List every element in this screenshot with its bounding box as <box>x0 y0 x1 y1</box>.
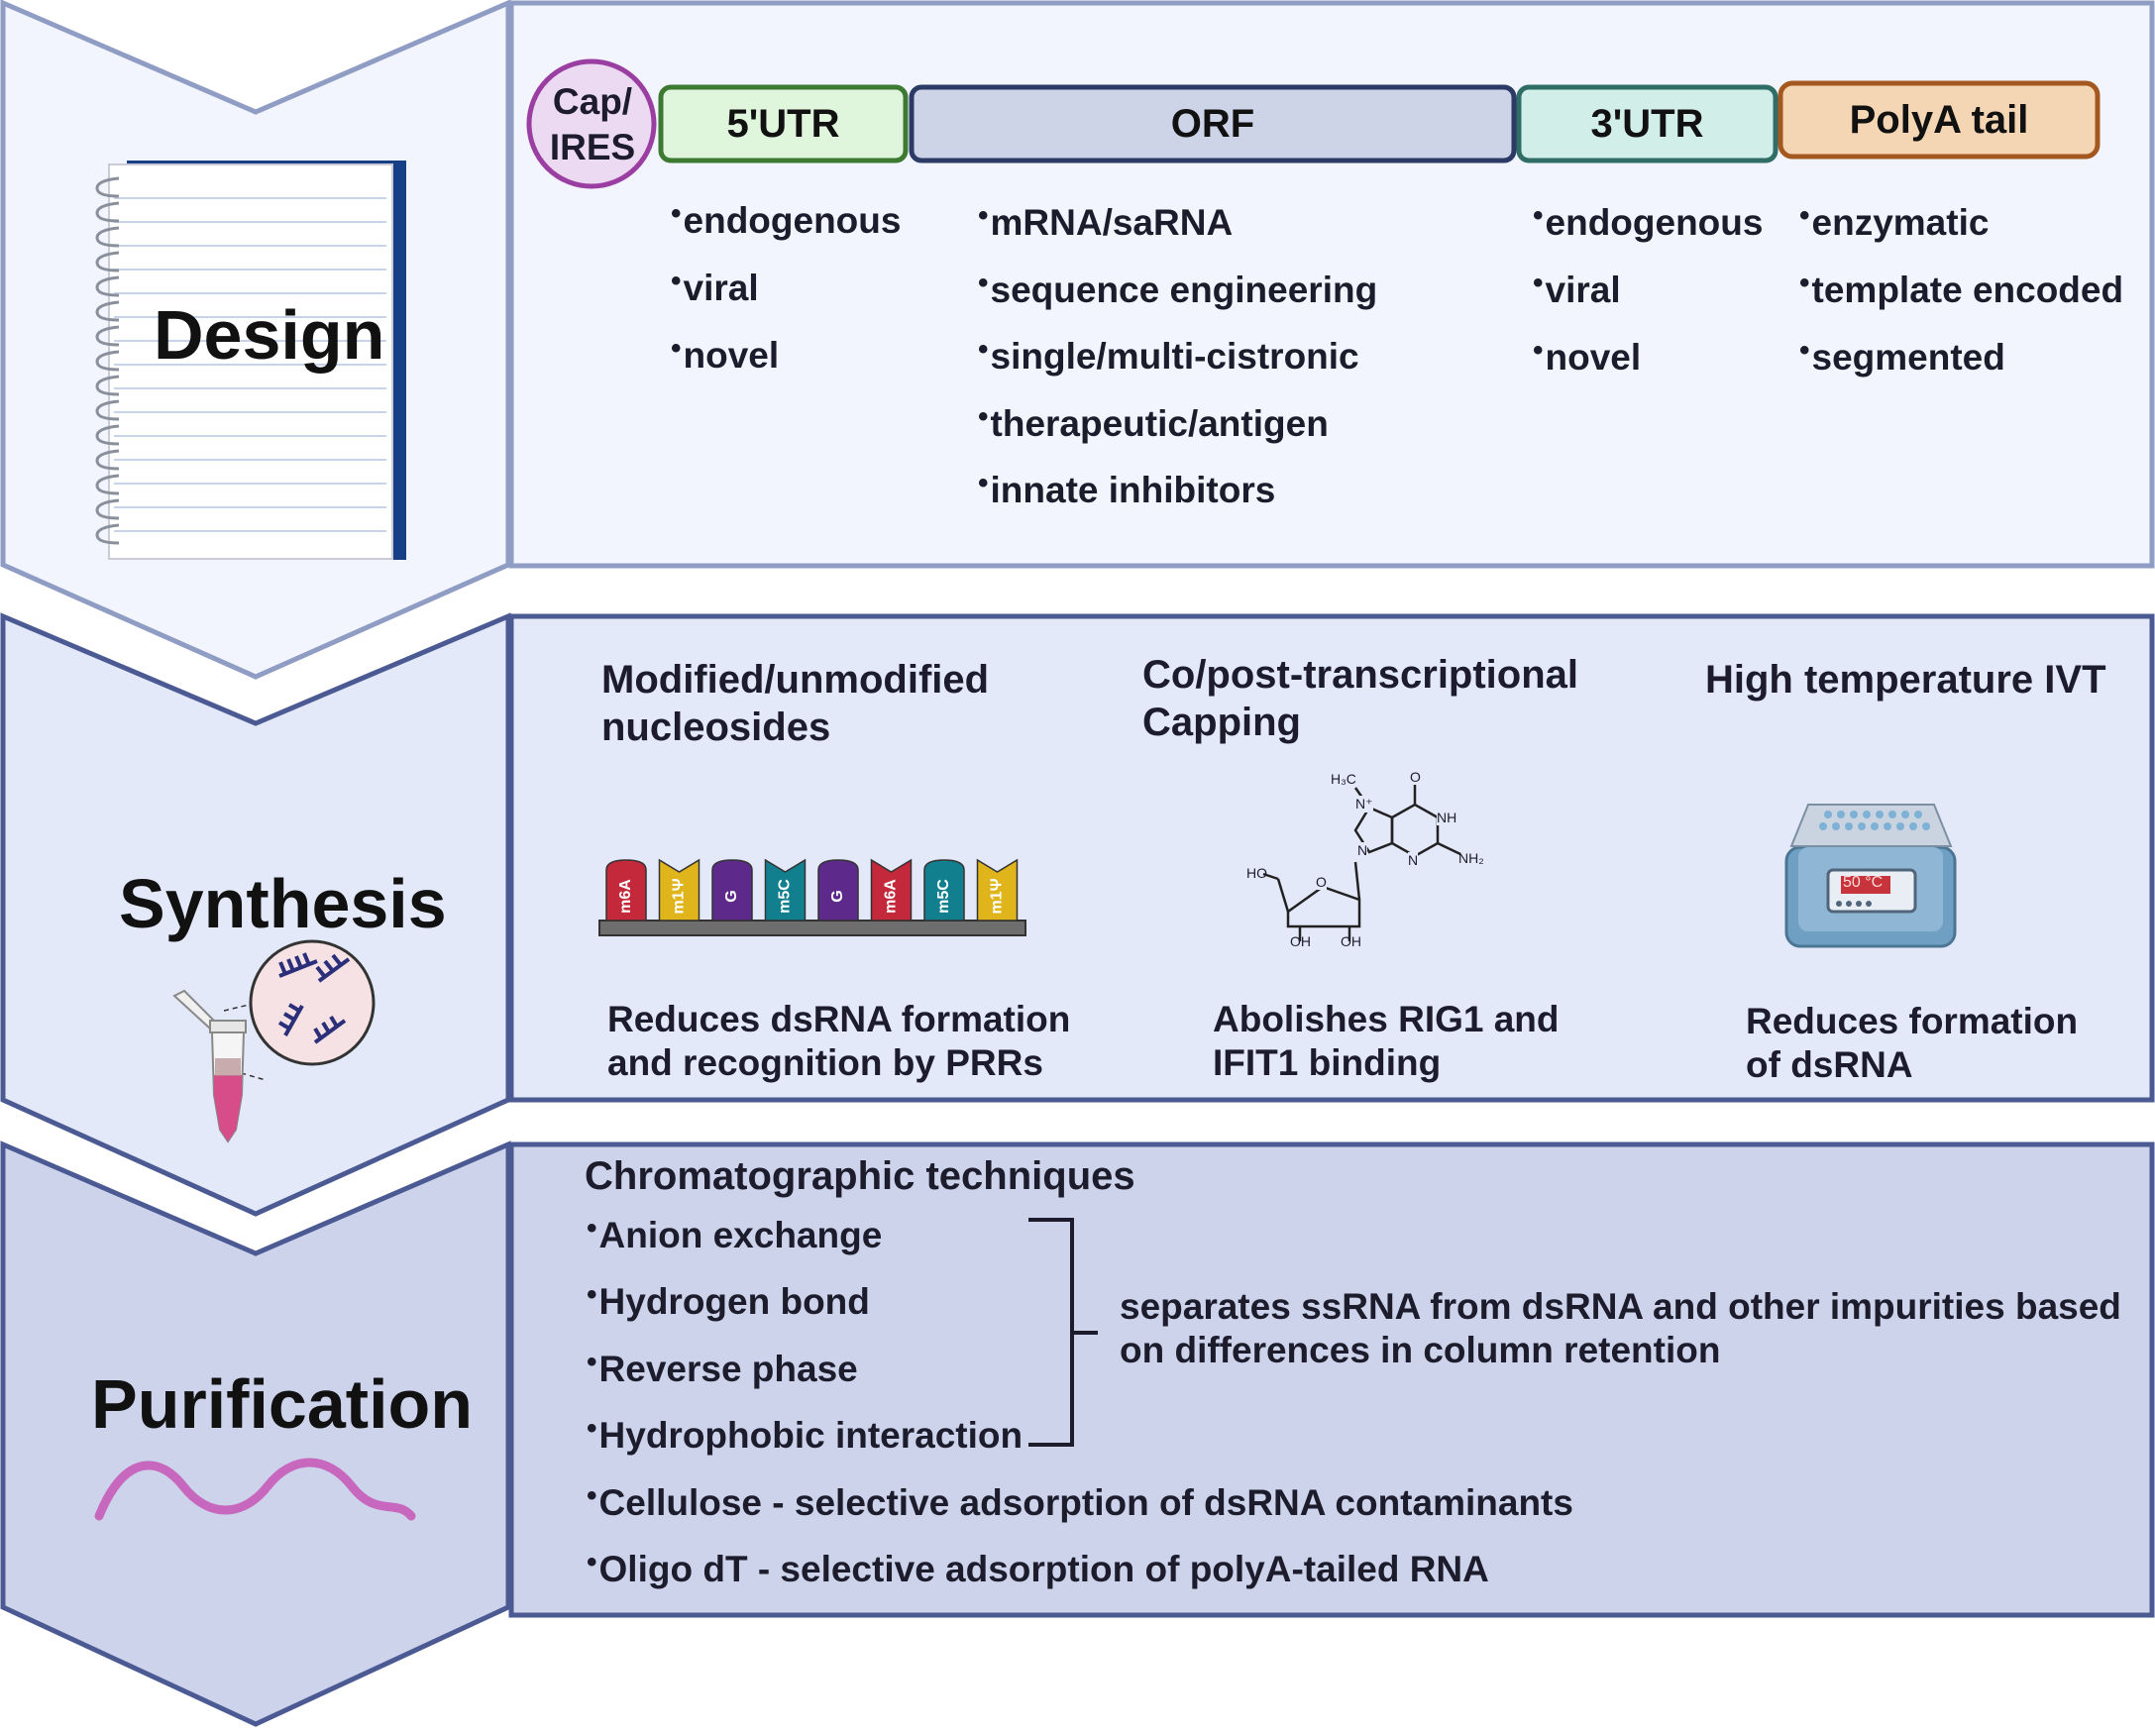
nucleoside-label: m5C <box>935 879 952 914</box>
rna-wave-icon <box>94 1458 416 1521</box>
effect-line: of dsRNA <box>1746 1044 1913 1085</box>
nucleoside-label: m6A <box>883 879 900 914</box>
stage-label-synthesis: Synthesis <box>119 865 447 942</box>
orf-item: mRNA/saRNA <box>978 202 1234 244</box>
nucleoside-block: m6A <box>605 859 647 922</box>
atom-nh2: NH₂ <box>1458 850 1484 866</box>
tube-icon <box>172 989 267 1143</box>
effect-line: Reduces formation <box>1746 1001 2079 1041</box>
heading-line: nucleosides <box>601 705 831 749</box>
effect-line: Abolishes RIG1 and <box>1213 999 1560 1039</box>
nucleoside-block: m6A <box>870 858 913 922</box>
atom-methyl: H₃C <box>1331 771 1356 787</box>
utr5-segment <box>658 84 909 163</box>
bracket-note: separates ssRNA from dsRNA and other imp… <box>1120 1285 2121 1372</box>
chromatography-item: Anion exchange <box>587 1215 883 1256</box>
utr5-item: viral <box>671 268 759 309</box>
cap-label: Cap/ IRES <box>547 79 638 170</box>
cap-segment <box>526 58 657 189</box>
magnified-rna-icon <box>249 939 376 1066</box>
heading-line: Modified/unmodified <box>601 658 990 702</box>
orf-item: single/multi-cistronic <box>978 336 1359 378</box>
polya-label: PolyA tail <box>1849 98 2029 142</box>
orf-item: therapeutic/antigen <box>978 403 1329 445</box>
utr5-item: novel <box>671 335 780 377</box>
atom-n-plus: N⁺ <box>1355 796 1373 813</box>
effect-line: and recognition by PRRs <box>607 1042 1043 1083</box>
incubator-display: 50 °C <box>1843 874 1884 891</box>
nucleoside-label: m5C <box>777 879 794 914</box>
bracket-note-line: separates ssRNA from dsRNA and other imp… <box>1120 1286 2121 1327</box>
bracket-note-line: on differences in column retention <box>1120 1330 1721 1370</box>
nucleoside-label: m6A <box>617 879 634 914</box>
nucleoside-label: m1Ψ <box>671 878 688 914</box>
utr3-item: viral <box>1533 270 1621 311</box>
atom-oh-1: OH <box>1290 933 1311 949</box>
chromatography-item: Reverse phase <box>587 1349 858 1390</box>
polya-segment <box>1778 80 2101 160</box>
synthesis-heading-capping: Co/post-transcriptional Capping <box>1142 651 1578 746</box>
nucleoside-block: G <box>817 859 859 922</box>
cap-structure-icon <box>1262 785 1461 941</box>
adsorption-item: Cellulose - selective adsorption of dsRN… <box>587 1482 1573 1524</box>
synthesis-heading-ivt: High temperature IVT <box>1705 656 2106 704</box>
nucleoside-block: m5C <box>923 859 965 922</box>
orf-label: ORF <box>1170 102 1255 146</box>
polya-item: template encoded <box>1799 270 2124 311</box>
chromatography-item: Hydrophobic interaction <box>587 1415 1024 1457</box>
nucleoside-label: G <box>723 890 740 902</box>
nucleoside-block: G <box>711 859 753 922</box>
heading-line: Capping <box>1142 701 1301 744</box>
atom-nh: NH <box>1437 810 1457 825</box>
stage-label-purification: Purification <box>91 1365 474 1443</box>
nucleoside-label: m1Ψ <box>989 878 1006 914</box>
stage-label-design: Design <box>154 296 385 374</box>
utr5-label: 5'UTR <box>726 102 840 146</box>
heading-line: High temperature IVT <box>1705 658 2106 702</box>
nucleoside-block: m1Ψ <box>976 858 1019 922</box>
utr3-item: endogenous <box>1533 202 1764 244</box>
atom-o-ring: O <box>1316 874 1327 890</box>
synthesis-effect-nucleosides: Reduces dsRNA formation and recognition … <box>607 998 1070 1085</box>
synthesis-effect-capping: Abolishes RIG1 and IFIT1 binding <box>1213 998 1560 1085</box>
purification-chevron <box>0 1140 511 1727</box>
atom-o-top: O <box>1410 769 1421 785</box>
utr3-item: novel <box>1533 337 1642 379</box>
utr5-item: endogenous <box>671 200 902 242</box>
incubator-icon <box>1784 804 1957 948</box>
nucleoside-backbone <box>598 920 1026 936</box>
purification-heading: Chromatographic techniques <box>585 1154 1135 1198</box>
synthesis-effect-ivt: Reduces formation of dsRNA <box>1746 1000 2078 1087</box>
orf-item: sequence engineering <box>978 270 1378 311</box>
adsorption-item: Oligo dT - selective adsorption of polyA… <box>587 1549 1489 1590</box>
bracket <box>1028 1218 1098 1447</box>
effect-line: Reduces dsRNA formation <box>607 999 1071 1039</box>
polya-item: enzymatic <box>1799 202 1990 244</box>
orf-item: innate inhibitors <box>978 470 1276 511</box>
atom-oh-2: OH <box>1341 933 1361 949</box>
utr3-segment <box>1516 84 1778 163</box>
atom-n-left: N <box>1357 842 1368 858</box>
atom-ho: HO <box>1246 865 1267 881</box>
nucleoside-block: m5C <box>764 858 807 922</box>
utr3-label: 3'UTR <box>1590 102 1704 146</box>
notebook-icon <box>95 161 406 560</box>
nucleoside-label: G <box>829 890 846 902</box>
cap-label-line-2: IRES <box>549 127 636 167</box>
polya-item: segmented <box>1799 337 2005 379</box>
effect-line: IFIT1 binding <box>1213 1042 1442 1083</box>
cap-label-line-1: Cap/ <box>552 81 633 122</box>
synthesis-heading-nucleosides: Modified/unmodified nucleosides <box>601 656 989 751</box>
orf-segment <box>909 84 1517 163</box>
chromatography-item: Hydrogen bond <box>587 1281 870 1323</box>
synthesis-chevron <box>0 612 511 1217</box>
atom-n-bottom: N <box>1408 852 1419 868</box>
nucleoside-block: m1Ψ <box>658 858 700 922</box>
heading-line: Co/post-transcriptional <box>1142 653 1579 697</box>
